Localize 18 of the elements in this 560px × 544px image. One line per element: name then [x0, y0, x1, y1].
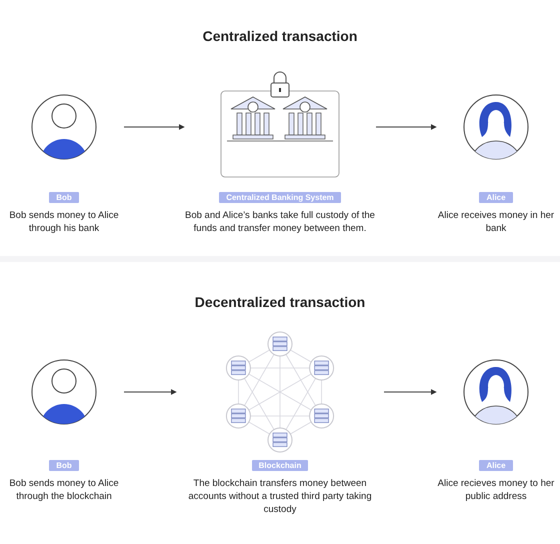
description-text: Bob and Alice’s banks take full custody of the funds and transfer money between them. — [184, 209, 376, 235]
name-badge: Alice — [479, 460, 513, 471]
name-badge: Bob — [49, 192, 79, 203]
name-badge: Blockchain — [252, 460, 308, 471]
description-text: Bob sends money to Alice through the blockchain — [8, 477, 120, 503]
arrow — [124, 389, 177, 395]
section-title: Decentralized transaction — [194, 294, 366, 310]
name-badge: Alice — [479, 192, 513, 203]
description-text: Bob sends money to Alice through his bank — [8, 209, 120, 235]
arrow — [124, 124, 185, 130]
name-badge: Centralized Banking System — [219, 192, 341, 203]
description-text: Alice receives money in her bank — [436, 209, 556, 235]
arrow — [376, 124, 437, 130]
arrow — [384, 389, 437, 395]
section-title: Centralized transaction — [202, 28, 358, 44]
name-badge: Bob — [49, 460, 79, 471]
description-text: Alice recieves money to her public address — [436, 477, 556, 503]
description-text: The blockchain transfers money between accounts without a trusted third party taking custody — [187, 477, 373, 516]
